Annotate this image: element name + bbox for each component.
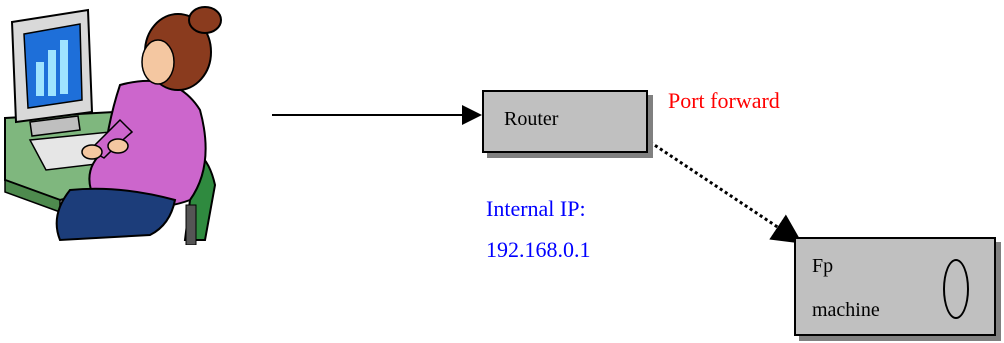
fp-machine-label-line2: machine bbox=[812, 299, 880, 321]
fingerprint-sensor-icon bbox=[943, 259, 969, 319]
router-label: Router bbox=[504, 108, 559, 130]
port-forward-label: Port forward bbox=[668, 88, 780, 113]
internal-ip-value: 192.168.0.1 bbox=[486, 237, 591, 262]
fp-machine-label-line1: Fp bbox=[812, 255, 834, 277]
fp-machine-box: Fp machine bbox=[794, 237, 996, 336]
internal-ip-label: Internal IP: bbox=[486, 196, 586, 221]
router-box: Router bbox=[482, 90, 648, 153]
user-at-computer-icon bbox=[4, 6, 222, 245]
port-forward-arrow bbox=[649, 140, 803, 244]
